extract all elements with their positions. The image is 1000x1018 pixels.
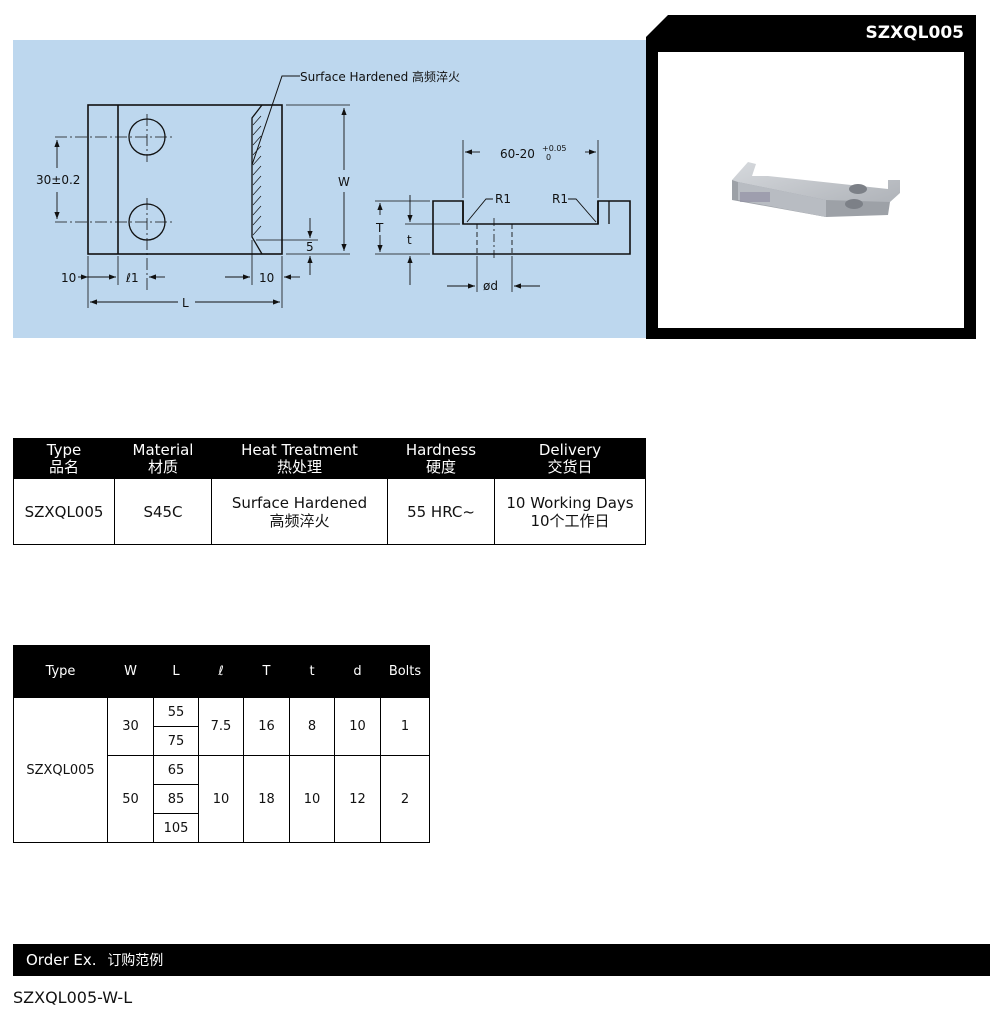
l1-dimension: ℓ1 <box>125 271 139 285</box>
l-cell: 75 <box>153 726 199 756</box>
width-dimension: W <box>338 175 350 189</box>
t-cell: 8 <box>289 697 335 756</box>
order-label: Order Ex. <box>26 951 97 969</box>
l1-cell: 7.5 <box>198 697 244 756</box>
table-row: 50 65 10 18 10 12 2 <box>14 755 430 843</box>
order-example-bar: Order Ex. 订购范例 <box>13 944 990 976</box>
header-l1: ℓ <box>198 645 244 698</box>
left-10-dimension: 10 <box>61 271 76 285</box>
header-d: d <box>334 645 381 698</box>
d-cell: 12 <box>334 755 381 843</box>
side-view <box>375 140 631 292</box>
header-t: t <box>289 645 335 698</box>
radius-left: R1 <box>495 192 511 206</box>
product-image <box>732 162 900 217</box>
w-cell: 50 <box>107 755 154 843</box>
right-10-dimension: 10 <box>259 271 274 285</box>
type-cell: SZXQL005 <box>13 478 115 545</box>
product-photo <box>658 52 964 328</box>
d-cell: 10 <box>334 697 381 756</box>
slot-tolerance-lower: 0 <box>546 153 551 162</box>
thickness-T: T <box>375 221 384 235</box>
header-type: Type <box>13 645 108 698</box>
bolts-cell: 2 <box>380 755 430 843</box>
radius-right: R1 <box>552 192 568 206</box>
technical-drawing: Surface Hardened 高频淬火 30±0.2 W 5 10 ℓ1 1… <box>36 69 631 310</box>
l-cell: 65 <box>153 755 199 785</box>
T-cell: 18 <box>243 755 290 843</box>
material-cell: S45C <box>114 478 212 545</box>
top-view <box>54 75 350 308</box>
table-row: 75 <box>14 726 430 756</box>
bolts-cell: 1 <box>380 697 430 756</box>
length-dimension: L <box>182 296 189 310</box>
header-T: T <box>243 645 290 698</box>
l-cell: 85 <box>153 784 199 814</box>
l-cell: 105 <box>153 813 199 843</box>
pitch-dimension: 30±0.2 <box>36 173 80 187</box>
header-l: L <box>153 645 199 698</box>
table-row: 85 <box>14 784 430 814</box>
product-photo-frame: SZXQL005 <box>646 15 976 339</box>
T-cell: 16 <box>243 697 290 756</box>
table-row: 105 <box>14 813 430 843</box>
header-w: W <box>107 645 154 698</box>
dimension-table: Type W L ℓ T t d Bolts SZXQL005 30 55 7.… <box>13 645 430 843</box>
hardness-cell: 55 HRC~ <box>387 478 495 545</box>
chamfer-dimension: 5 <box>306 240 314 254</box>
slot-dimension: 60-20 <box>500 147 535 161</box>
header-bolts: Bolts <box>380 645 430 698</box>
hole-diameter: ød <box>483 279 498 293</box>
order-example: SZXQL005-W-L <box>13 988 133 1007</box>
slot-tolerance-upper: +0.05 <box>542 144 567 153</box>
l-cell: 55 <box>153 697 199 727</box>
l1-cell: 10 <box>198 755 244 843</box>
surface-hardened-note: Surface Hardened 高频淬火 <box>300 69 460 84</box>
thickness-t: t <box>407 233 412 247</box>
w-cell: 30 <box>107 697 154 756</box>
type-cell: SZXQL005 <box>13 697 108 843</box>
table-row: SZXQL005 30 55 7.5 16 8 10 1 <box>13 697 430 843</box>
product-title: SZXQL005 <box>865 23 964 43</box>
order-label-cn: 订购范例 <box>107 953 164 969</box>
t-cell: 10 <box>289 755 335 843</box>
